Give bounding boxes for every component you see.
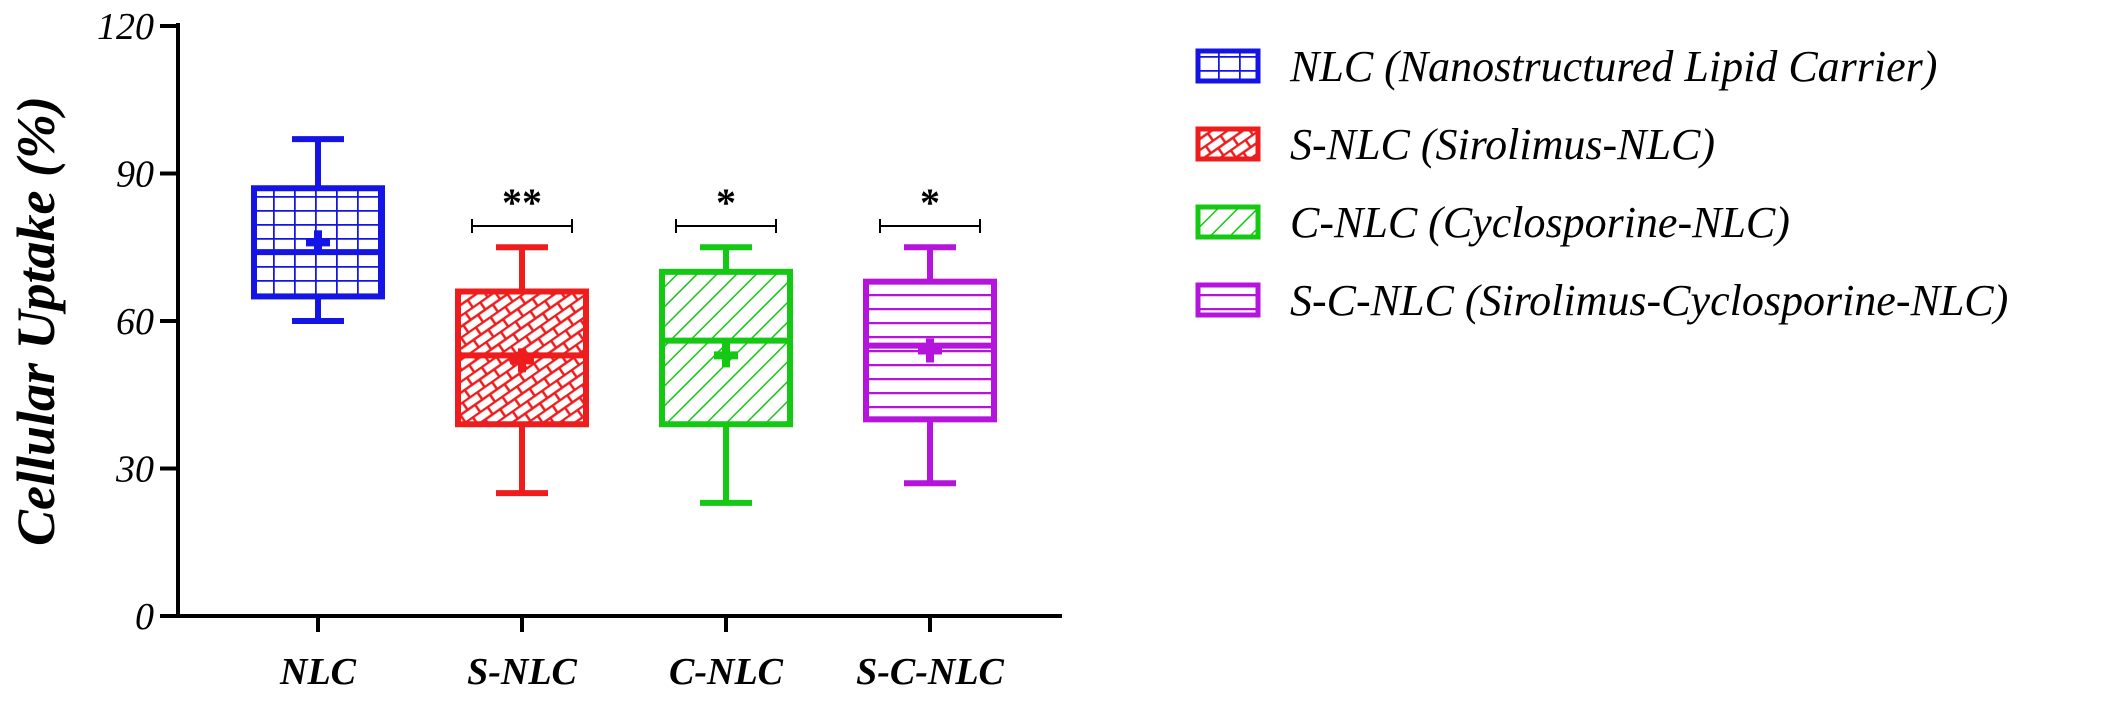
- y-axis-title: Cellular Uptake (%): [6, 96, 66, 546]
- legend-item-nlc: NLC (Nanostructured Lipid Carrier): [1195, 42, 1937, 91]
- box-s-nlc: **: [455, 180, 589, 497]
- legend-item-s-nlc: S-NLC (Sirolimus-NLC): [1195, 120, 1715, 169]
- significance-label: **: [502, 180, 542, 225]
- y-tick-label: 120: [97, 6, 154, 48]
- box-s-c-nlc: *: [863, 180, 997, 487]
- boxes: ****: [251, 136, 997, 506]
- legend-swatch: [1195, 282, 1261, 318]
- legend-label: C-NLC (Cyclosporine-NLC): [1290, 198, 1790, 247]
- y-tick-label: 90: [116, 154, 154, 196]
- legend-label: S-C-NLC (Sirolimus-Cyclosporine-NLC): [1290, 276, 2008, 325]
- legend-label: S-NLC (Sirolimus-NLC): [1290, 120, 1715, 169]
- legend-label: NLC (Nanostructured Lipid Carrier): [1289, 42, 1937, 91]
- significance-label: *: [716, 180, 736, 225]
- legend: NLC (Nanostructured Lipid Carrier) S-NLC …: [1195, 42, 2008, 325]
- y-tick-label: 30: [115, 449, 154, 491]
- legend-swatch: [1195, 48, 1261, 84]
- x-tick-label: S-C-NLC: [856, 651, 1004, 693]
- y-tick-label: 60: [116, 301, 154, 343]
- legend-item-c-nlc: C-NLC (Cyclosporine-NLC): [1195, 198, 1790, 247]
- x-tick-label: NLC: [279, 651, 357, 693]
- box-nlc: [251, 136, 385, 324]
- legend-swatch: [1195, 126, 1261, 162]
- box-c-nlc: *: [659, 180, 793, 506]
- y-tick-label: 0: [135, 596, 154, 638]
- legend-item-s-c-nlc: S-C-NLC (Sirolimus-Cyclosporine-NLC): [1195, 276, 2008, 325]
- legend-swatch: [1195, 204, 1261, 240]
- x-tick-label: C-NLC: [669, 651, 784, 693]
- significance-label: *: [920, 180, 940, 225]
- box-iqr: [863, 278, 997, 423]
- x-tick-label: S-NLC: [467, 651, 577, 693]
